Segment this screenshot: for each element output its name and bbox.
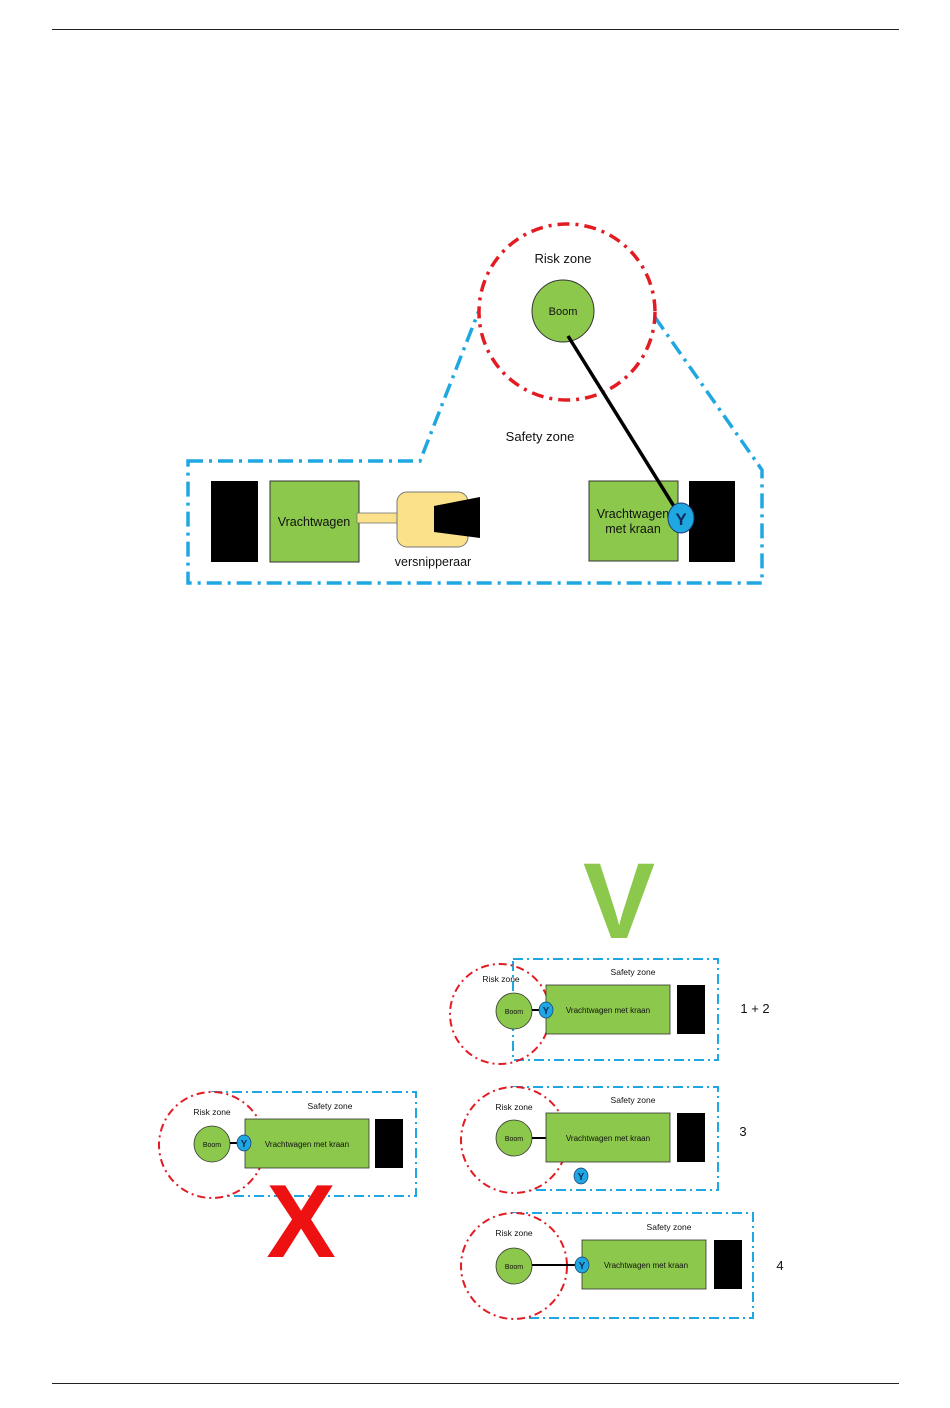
variant-wrong-cab bbox=[375, 1119, 403, 1168]
variant-1-2-cab bbox=[677, 985, 705, 1034]
variant-1-2-worker-label: Y bbox=[543, 1006, 550, 1017]
variant-3-tree-label: Boom bbox=[505, 1136, 523, 1143]
variant-1-2-risk-label: Risk zone bbox=[482, 974, 520, 984]
variant-4-risk-label: Risk zone bbox=[495, 1228, 533, 1238]
main-safety-zone-label: Safety zone bbox=[506, 429, 575, 444]
variant-3-cab bbox=[677, 1113, 705, 1162]
variant-4-truck-label: Vrachtwagen met kraan bbox=[604, 1261, 688, 1270]
main-truck-cab bbox=[211, 481, 258, 562]
variant-wrong-tree-label: Boom bbox=[203, 1142, 221, 1149]
variant-3-worker-label: Y bbox=[578, 1172, 585, 1183]
variant-4-cab bbox=[714, 1240, 742, 1289]
variant-1-2-truck-label: Vrachtwagen met kraan bbox=[566, 1006, 650, 1015]
correct-mark: V bbox=[583, 840, 655, 961]
main-crane-truck-cab bbox=[689, 481, 735, 562]
variant-1-2: Risk zone Safety zone Boom Vrachtwagen m… bbox=[450, 959, 770, 1064]
main-worker-label: Y bbox=[675, 510, 687, 529]
main-chipper-label: versnipperaar bbox=[395, 555, 471, 569]
main-risk-zone-label: Risk zone bbox=[534, 251, 591, 266]
variant-1-2-tree-label: Boom bbox=[505, 1009, 523, 1016]
variant-3: Risk zone Safety zone Boom Vrachtwagen m… bbox=[461, 1087, 747, 1193]
main-chipper-chute bbox=[357, 513, 403, 523]
main-truck-label: Vrachtwagen bbox=[278, 515, 351, 529]
variant-1-2-number: 1 + 2 bbox=[740, 1001, 769, 1016]
wrong-mark: X bbox=[266, 1164, 335, 1280]
variant-wrong-truck-label: Vrachtwagen met kraan bbox=[265, 1140, 349, 1149]
variant-4-tree-label: Boom bbox=[505, 1264, 523, 1271]
variant-3-safety-label: Safety zone bbox=[611, 1095, 656, 1105]
main-scene: Risk zone Boom Safety zone Vrachtwagen v… bbox=[188, 224, 762, 583]
variant-wrong-safety-label: Safety zone bbox=[308, 1101, 353, 1111]
variant-1-2-safety-label: Safety zone bbox=[611, 967, 656, 977]
variant-3-truck-label: Vrachtwagen met kraan bbox=[566, 1134, 650, 1143]
variant-4-worker-label: Y bbox=[579, 1261, 586, 1272]
main-crane-truck-label-1: Vrachtwagen bbox=[597, 507, 670, 521]
main-tree-label: Boom bbox=[549, 306, 578, 318]
main-crane-truck-label-2: met kraan bbox=[605, 522, 661, 536]
variant-3-risk-label: Risk zone bbox=[495, 1102, 533, 1112]
variant-4: Risk zone Safety zone Boom Vrachtwagen m… bbox=[461, 1213, 784, 1319]
variant-4-number: 4 bbox=[776, 1258, 783, 1273]
variant-wrong-worker-label: Y bbox=[241, 1139, 248, 1150]
variant-wrong-risk-label: Risk zone bbox=[193, 1107, 231, 1117]
variant-3-number: 3 bbox=[739, 1124, 746, 1139]
variant-4-safety-label: Safety zone bbox=[647, 1222, 692, 1232]
